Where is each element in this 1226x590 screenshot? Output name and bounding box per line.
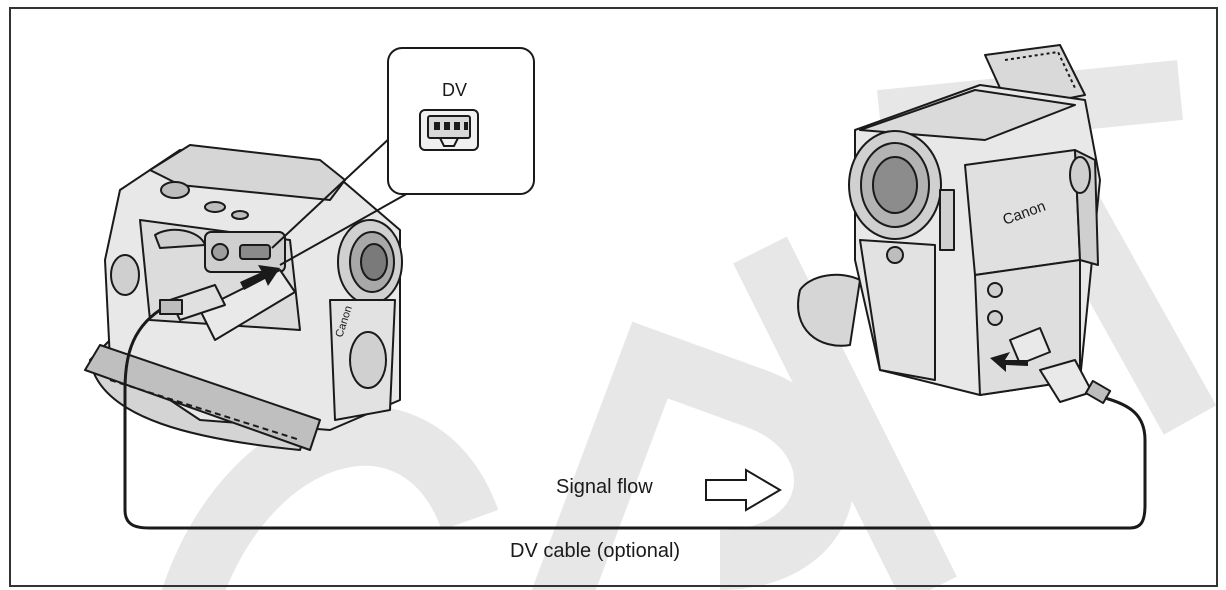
dv-cable-label: DV cable (optional) [510,540,681,562]
left-camcorder-illustration [84,144,403,451]
frame-border [9,7,1218,587]
dv-cable [123,308,1147,530]
callout-lines [271,134,411,266]
signal-flow-label: Signal flow [556,476,653,498]
dv-port-icon [419,109,479,151]
right-camcorder-illustration [797,44,1112,405]
signal-flow-arrow-icon [705,468,782,512]
dv-port-label: DV [442,80,468,100]
